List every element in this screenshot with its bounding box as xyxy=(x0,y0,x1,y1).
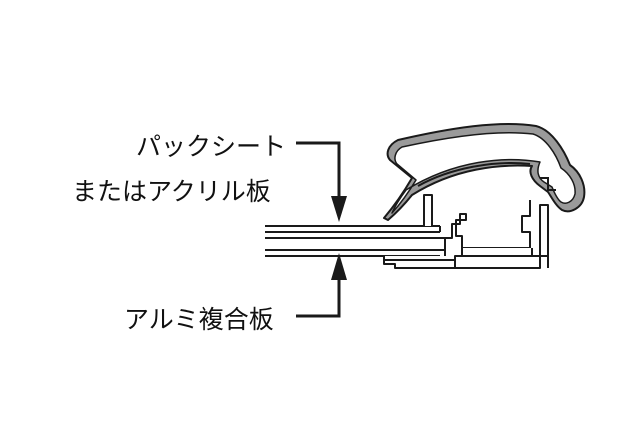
leader-line-bottom xyxy=(296,276,341,318)
snap-cover xyxy=(383,122,586,221)
arrow-head-up xyxy=(331,253,347,280)
label-pack-sheet: パックシート xyxy=(136,132,286,161)
leader-line-top xyxy=(296,141,341,200)
label-acrylic: またはアクリル板 xyxy=(72,177,271,206)
panel-stack xyxy=(265,225,446,257)
frame-profile xyxy=(383,194,549,269)
arrow-head-down xyxy=(331,196,347,222)
label-aluminum-composite: アルミ複合板 xyxy=(124,305,274,334)
